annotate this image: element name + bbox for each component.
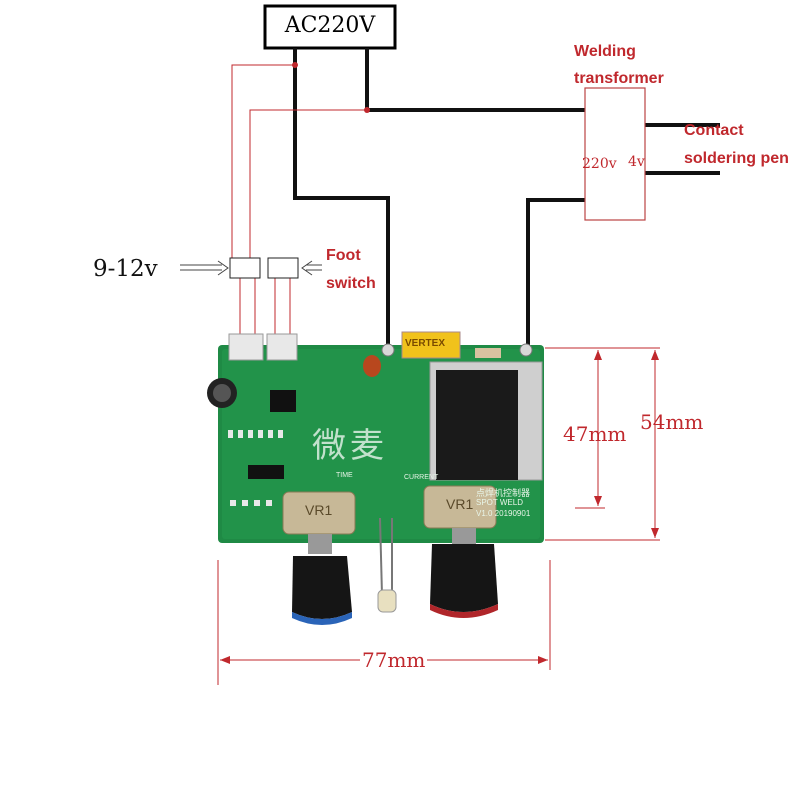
silkscreen-time: TIME: [336, 472, 353, 479]
junction-dot: [364, 107, 370, 113]
dc-input-label: 9-12v: [93, 256, 158, 282]
dimension-arrowheads: [220, 350, 659, 664]
output-label-1: Contact: [684, 122, 744, 139]
transformer-box: [584, 87, 646, 221]
foot-switch-label-1: Foot: [326, 247, 361, 264]
transformer-output-voltage: 4v: [628, 154, 645, 170]
dimension-width: 77mm: [360, 648, 428, 672]
transformer-input-voltage: 220v: [582, 156, 617, 172]
board-watermark: 微麦: [312, 426, 388, 466]
switch-connector-box: [267, 257, 299, 279]
silkscreen-title: 点焊机控制器: [476, 488, 531, 498]
dimension-outer-height: 54mm: [640, 410, 704, 434]
capacitor-label: VERTEX: [405, 338, 446, 349]
transformer-title-2: transformer: [574, 70, 664, 87]
pot-left-label: VR1: [305, 502, 333, 518]
pot-right-label: VR1: [446, 496, 474, 512]
pcb-board: [207, 331, 544, 543]
silkscreen-date: V1.0 20190901: [476, 509, 531, 518]
transformer-title-1: Welding: [574, 43, 636, 60]
left-knob: [292, 534, 352, 625]
led: [377, 517, 397, 613]
junction-dot: [292, 62, 298, 68]
power-connector-box: [229, 257, 261, 279]
output-label-2: soldering pen: [684, 150, 789, 167]
ac-source-label: AC220V: [284, 13, 376, 38]
ac-source-box: [263, 4, 397, 50]
mains-wires: [293, 48, 720, 345]
input-arrows: [180, 260, 322, 276]
foot-switch-label-2: switch: [326, 275, 376, 292]
right-knob: [430, 528, 498, 618]
silkscreen-subtitle: SPOT WELD: [476, 498, 523, 507]
dimension-inner-height: 47mm: [563, 422, 627, 446]
silkscreen-current: CURRENT: [404, 474, 439, 481]
